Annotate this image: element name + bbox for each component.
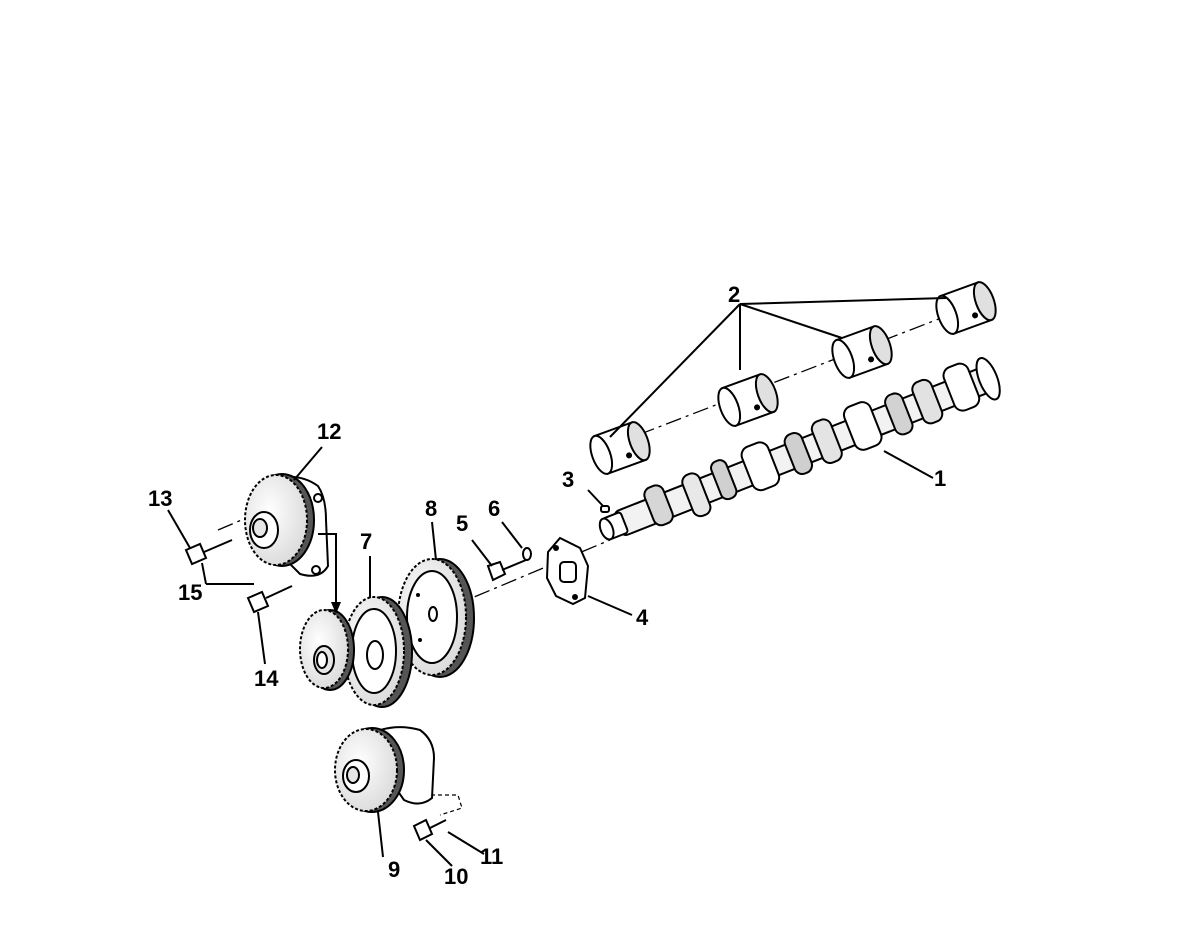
callout-15: 15 (178, 580, 202, 605)
camshaft (598, 357, 1001, 541)
leader-lines (167, 297, 947, 867)
callout-13: 13 (148, 486, 172, 511)
lower-pump-bolt (412, 818, 447, 842)
callout-6: 6 (488, 496, 500, 521)
callout-3: 3 (562, 467, 574, 492)
idler-gear (343, 596, 413, 708)
upper-pump-bolt (184, 539, 233, 566)
washer (522, 547, 532, 561)
callout-4: 4 (636, 605, 649, 630)
assembly-centerlines (217, 304, 976, 816)
callout-8: 8 (425, 496, 437, 521)
camshaft-bearing (717, 373, 779, 427)
camshaft-bearing (831, 325, 893, 379)
callout-1: 1 (934, 466, 946, 491)
camshaft-gear (397, 558, 475, 678)
accessory-drive-upper (244, 473, 330, 577)
idler-gear-small (299, 609, 355, 691)
callout-11: 11 (480, 844, 503, 869)
callout-7: 7 (360, 529, 372, 554)
callout-12: 12 (317, 419, 341, 444)
camshaft-bearing (589, 421, 651, 475)
camshaft-bearing (935, 281, 997, 335)
callout-labels: 1 2 3 4 5 6 7 8 9 10 11 12 13 14 15 (148, 282, 946, 889)
callout-5: 5 (456, 511, 468, 536)
thrust-plate-bolt (486, 559, 527, 582)
accessory-drive-lower (334, 726, 436, 813)
callout-14: 14 (254, 666, 279, 691)
woodruff-key (600, 505, 610, 513)
upper-pump-bolt-lower (246, 585, 293, 614)
callout-10: 10 (444, 864, 468, 889)
callout-9: 9 (388, 857, 400, 882)
callout-2: 2 (728, 282, 740, 307)
thrust-plate (545, 536, 590, 606)
